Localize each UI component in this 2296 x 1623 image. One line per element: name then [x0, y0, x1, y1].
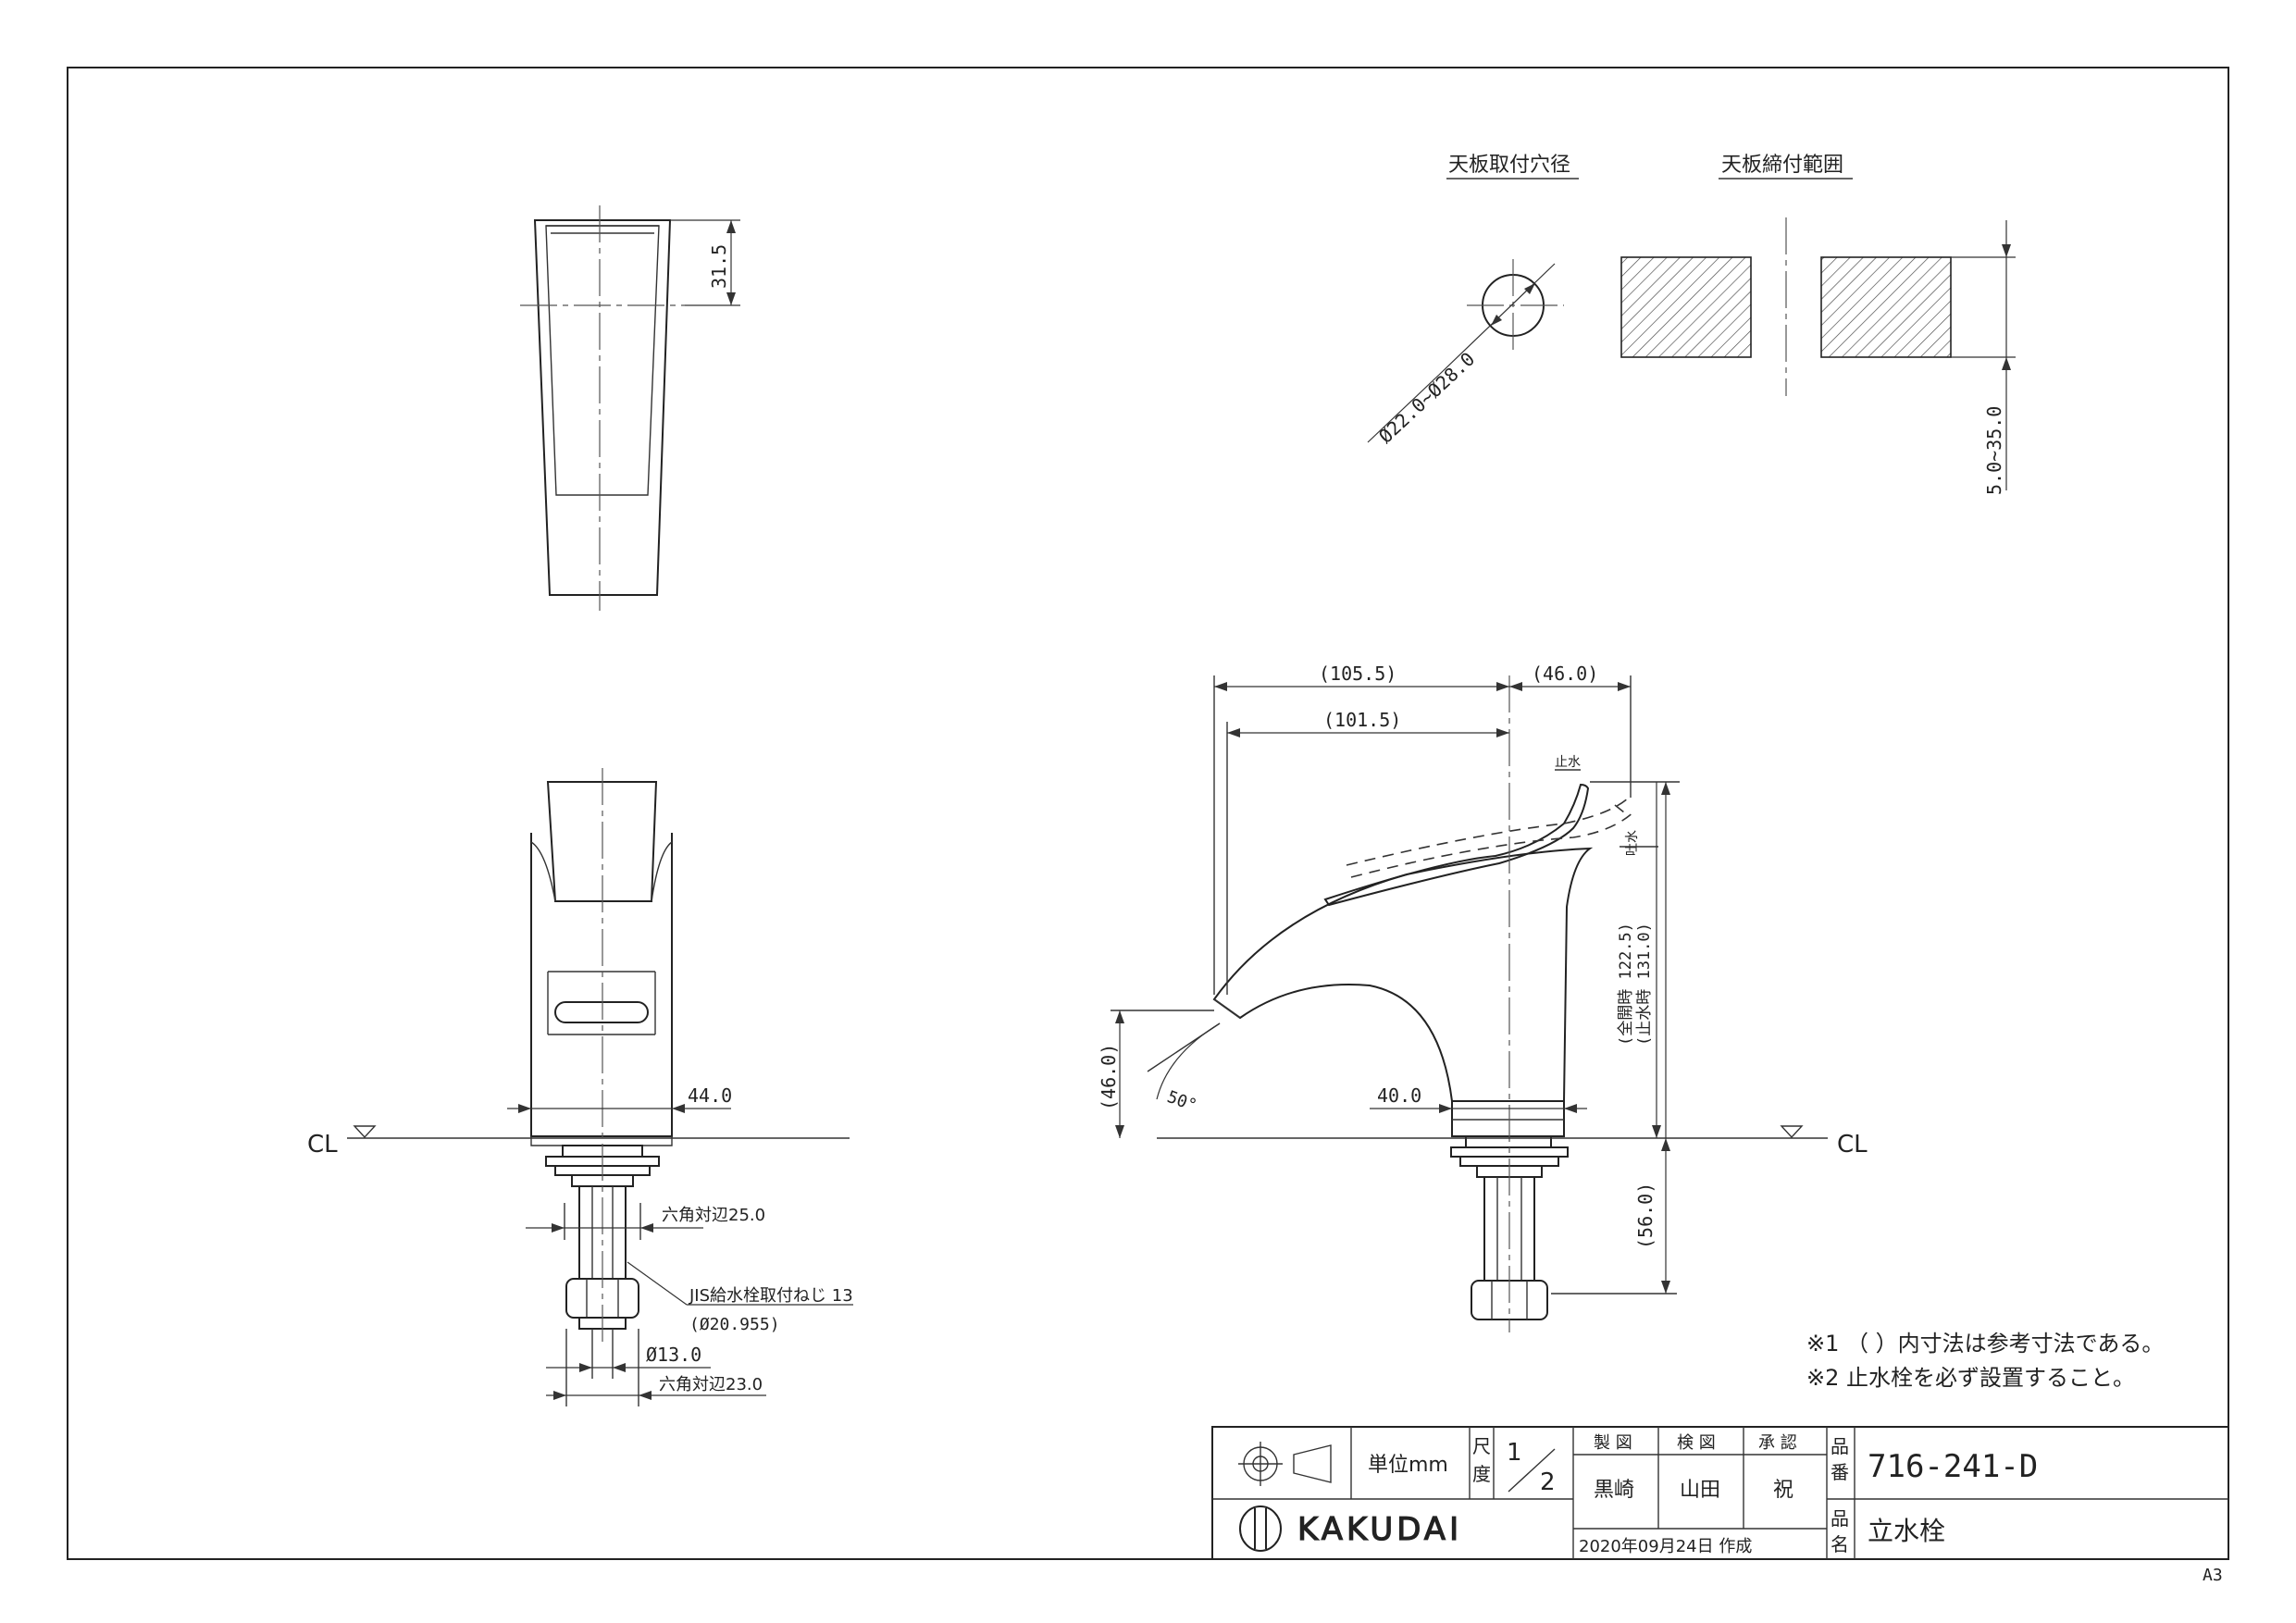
- dim-angle-50: 50°: [1164, 1087, 1199, 1116]
- part-name-label-2: 名: [1831, 1533, 1849, 1555]
- dim-dia-13: Ø13.0: [646, 1344, 701, 1366]
- dim-width-44: 44.0: [688, 1084, 732, 1107]
- part-no-label-1: 品: [1831, 1435, 1849, 1457]
- part-name-label-1: 品: [1831, 1507, 1849, 1530]
- kakudai-logo-icon: [1239, 1505, 1282, 1552]
- checked-by-label: 検 図: [1677, 1433, 1716, 1453]
- clamp-range-title: 天板締付範囲: [1721, 154, 1843, 177]
- dim-top-view-depth: 31.5: [708, 244, 730, 289]
- dim-reach-101: (101.5): [1323, 709, 1401, 731]
- drawn-by: 黒崎: [1594, 1479, 1634, 1502]
- unit-label: 単位mm: [1368, 1454, 1448, 1477]
- scale-label-2: 度: [1472, 1463, 1491, 1485]
- dim-base-40: 40.0: [1377, 1084, 1421, 1107]
- cl-label-right: CL: [1837, 1131, 1868, 1158]
- brand-name: KAKUDAI: [1297, 1511, 1462, 1548]
- dim-clamp-range: 5.0~35.0: [1983, 406, 2005, 495]
- label-discharge: 吐水: [1625, 830, 1640, 856]
- scale-label-1: 尺: [1472, 1435, 1491, 1457]
- scale-numerator: 1: [1507, 1439, 1522, 1467]
- part-number: 716-241-D: [1868, 1448, 2038, 1485]
- dim-height-open: (全開時 122.5): [1617, 923, 1635, 1046]
- approved-by: 祝: [1773, 1479, 1793, 1502]
- dim-handle-46: (46.0): [1532, 663, 1598, 685]
- label-stop-water: 止水: [1555, 755, 1581, 770]
- dim-thread-dia: (Ø20.955): [689, 1315, 780, 1334]
- dim-reach-105: (105.5): [1319, 663, 1396, 685]
- checked-by: 山田: [1680, 1479, 1720, 1502]
- title-block: 単位mm 尺 度 1 2 製 図 検 図 承 認 黒崎 山田 祝 2020年09…: [1211, 1426, 2229, 1560]
- top-view: 31.5: [520, 205, 740, 611]
- scale-denominator: 2: [1540, 1468, 1556, 1496]
- note-1: ※1 （ ）内寸法は参考寸法である。: [1806, 1331, 2164, 1357]
- drawing-date: 2020年09月24日 作成: [1579, 1537, 1752, 1556]
- paper-size: A3: [2203, 1566, 2223, 1585]
- approved-by-label: 承 認: [1758, 1433, 1797, 1453]
- dim-hole-diameter: Ø22.0~Ø28.0: [1374, 348, 1479, 448]
- dim-jis-thread: JIS給水栓取付ねじ 13: [689, 1286, 853, 1306]
- dim-hex-23: 六角対辺23.0: [659, 1375, 763, 1394]
- dim-spout-height-46: (46.0): [1098, 1044, 1120, 1110]
- note-2: ※2 止水栓を必ず設置すること。: [1806, 1365, 2135, 1391]
- side-view: CL (105.5) (46.0) (101.5) 止水 吐水 (全開時 122…: [1098, 663, 1868, 1332]
- mount-hole-title: 天板取付穴径: [1448, 154, 1570, 177]
- projection-symbol-icon: [1238, 1442, 1332, 1486]
- dim-height-closed: (止水時 131.0): [1635, 923, 1654, 1046]
- drawing-border: [67, 67, 2229, 1560]
- dim-below-56: (56.0): [1634, 1183, 1657, 1249]
- clamp-range-detail: 天板締付範囲 5.0~35.0: [1620, 154, 2016, 495]
- cl-label-left: CL: [307, 1131, 338, 1158]
- mount-hole-detail: 天板取付穴径 Ø22.0~Ø28.0: [1367, 154, 1579, 448]
- part-no-label-2: 番: [1831, 1461, 1849, 1483]
- notes: ※1 （ ）内寸法は参考寸法である。 ※2 止水栓を必ず設置すること。: [1806, 1331, 2164, 1391]
- front-view: CL 44.0 六角対辺25.0 JIS給水栓取付ねじ 13 (Ø2: [307, 768, 853, 1406]
- dim-hex-25: 六角対辺25.0: [662, 1206, 765, 1225]
- part-name: 立水栓: [1868, 1516, 1945, 1546]
- drawn-by-label: 製 図: [1594, 1433, 1632, 1453]
